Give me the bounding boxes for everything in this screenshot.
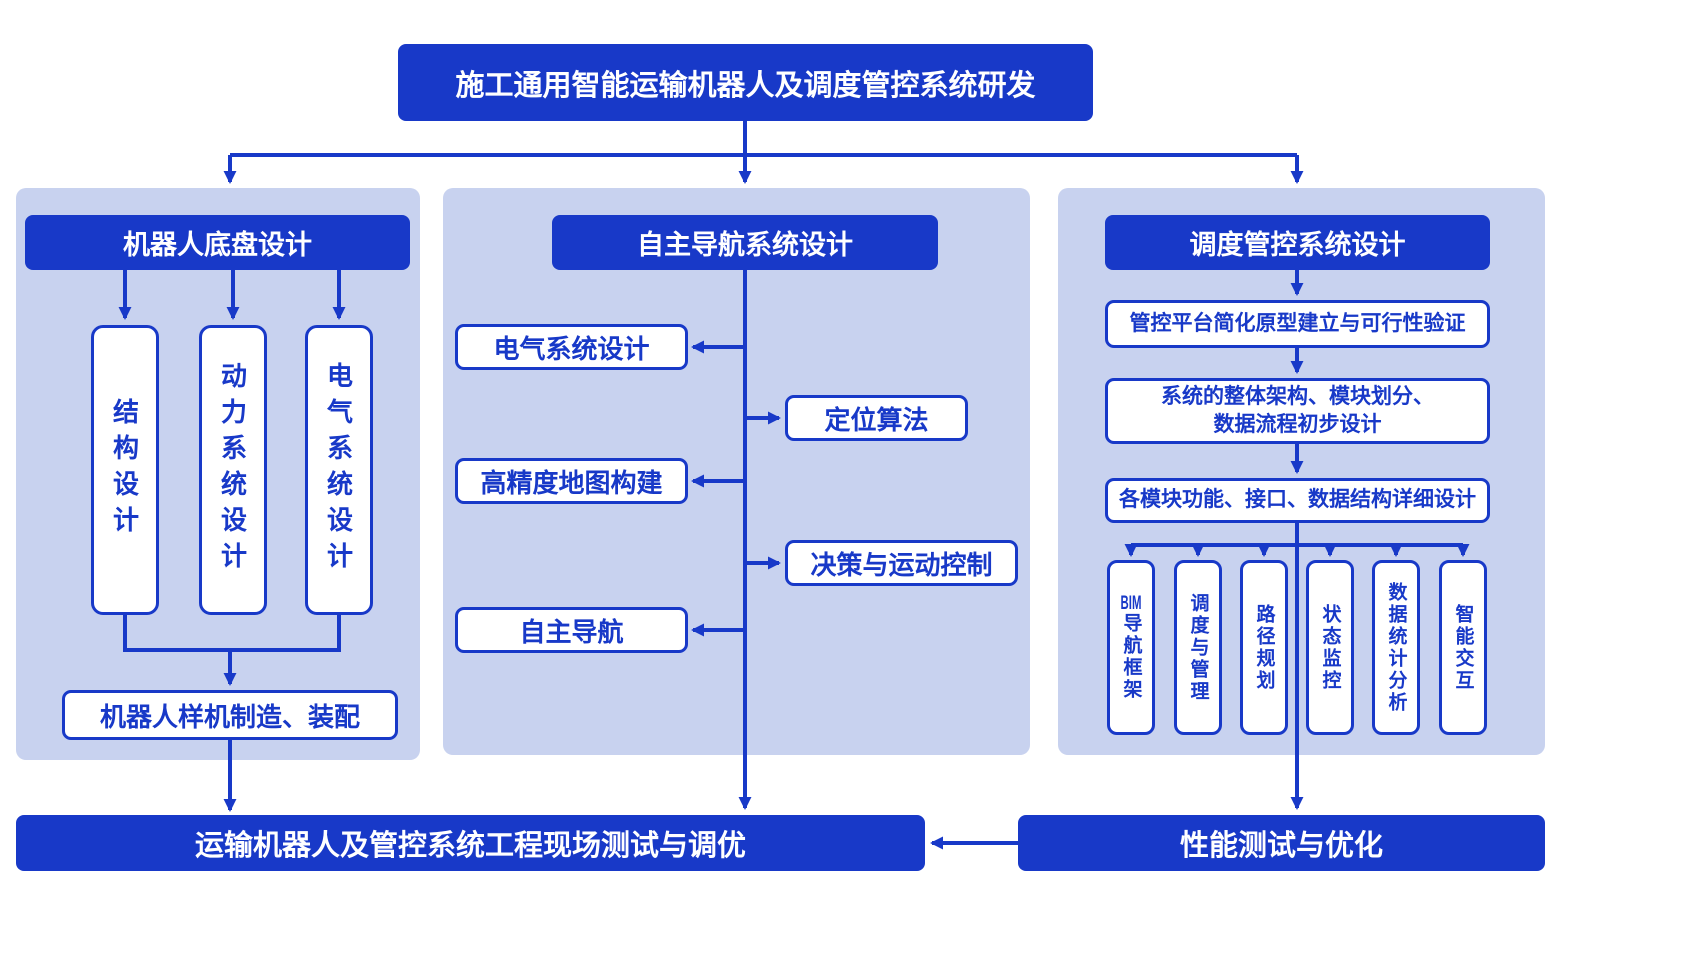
chassis-electrical-system-label: 电气系统设计 bbox=[323, 362, 354, 578]
chassis-electrical-system-box: 电气系统设计 bbox=[305, 325, 373, 615]
chassis-power-system-label: 动力系统设计 bbox=[217, 362, 248, 578]
module-bim-nav-framework-label: BIM导航框架 bbox=[1118, 594, 1145, 701]
panel-scheduling: 调度管控系统设计 管控平台简化原型建立与可行性验证 系统的整体架构、模块划分、 … bbox=[1058, 188, 1545, 755]
nav-hd-map-box: 高精度地图构建 bbox=[455, 458, 688, 504]
panel-navigation: 自主导航系统设计 电气系统设计 定位算法 高精度地图构建 决策与运动控制 自主导… bbox=[443, 188, 1030, 755]
chassis-structure-design-label: 结构设计 bbox=[109, 398, 140, 542]
scheduling-step-architecture-box: 系统的整体架构、模块划分、 数据流程初步设计 bbox=[1105, 378, 1490, 444]
module-scheduling-management-label: 调度与管理 bbox=[1187, 592, 1209, 703]
root-title: 施工通用智能运输机器人及调度管控系统研发 bbox=[398, 44, 1093, 121]
module-status-monitoring-box: 状态监控 bbox=[1306, 560, 1354, 735]
module-path-planning-box: 路径规划 bbox=[1240, 560, 1288, 735]
chassis-prototype-assembly-box: 机器人样机制造、装配 bbox=[62, 690, 398, 740]
performance-test-bar: 性能测试与优化 bbox=[1018, 815, 1545, 871]
module-intelligent-interaction-label: 智能交互 bbox=[1452, 603, 1474, 692]
nav-autonomous-navigation-box: 自主导航 bbox=[455, 607, 688, 653]
scheduling-header: 调度管控系统设计 bbox=[1105, 215, 1490, 270]
module-bim-nav-framework-box: BIM导航框架 bbox=[1107, 560, 1155, 735]
module-scheduling-management-box: 调度与管理 bbox=[1174, 560, 1222, 735]
nav-decision-motion-control-box: 决策与运动控制 bbox=[785, 540, 1018, 586]
module-bim-latin: BIM bbox=[1120, 594, 1142, 613]
scheduling-step-prototype-box: 管控平台简化原型建立与可行性验证 bbox=[1105, 300, 1490, 348]
module-bim-cjk: 导航框架 bbox=[1120, 613, 1142, 701]
field-test-bar: 运输机器人及管控系统工程现场测试与调优 bbox=[16, 815, 925, 871]
panel-chassis: 机器人底盘设计 结构设计 动力系统设计 电气系统设计 机器人样机制造、装配 bbox=[16, 188, 420, 760]
module-data-statistics-box: 数据统计分析 bbox=[1372, 560, 1420, 735]
navigation-header: 自主导航系统设计 bbox=[552, 215, 938, 270]
module-data-statistics-label: 数据统计分析 bbox=[1385, 581, 1407, 714]
nav-electrical-system-box: 电气系统设计 bbox=[455, 324, 688, 370]
module-intelligent-interaction-box: 智能交互 bbox=[1439, 560, 1487, 735]
module-path-planning-label: 路径规划 bbox=[1253, 603, 1275, 692]
chassis-structure-design-box: 结构设计 bbox=[91, 325, 159, 615]
scheduling-step-detailed-design-box: 各模块功能、接口、数据结构详细设计 bbox=[1105, 478, 1490, 523]
module-status-monitoring-label: 状态监控 bbox=[1319, 603, 1341, 692]
chassis-power-system-box: 动力系统设计 bbox=[199, 325, 267, 615]
chassis-header: 机器人底盘设计 bbox=[25, 215, 410, 270]
nav-positioning-algorithm-box: 定位算法 bbox=[785, 395, 968, 441]
